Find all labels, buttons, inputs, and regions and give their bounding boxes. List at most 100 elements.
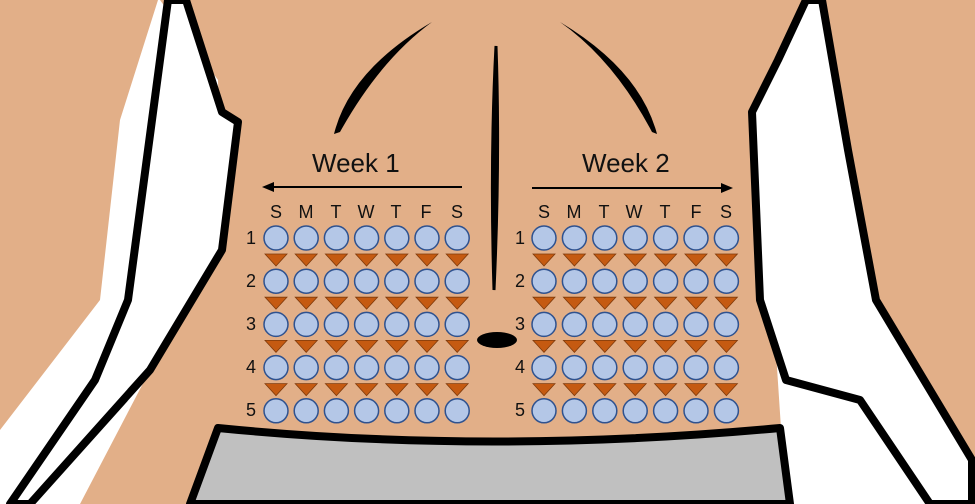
week-1-row-number: 1 xyxy=(246,228,256,248)
week-1-day-label: T xyxy=(331,202,342,222)
week-1-injection-site xyxy=(323,268,350,294)
week-2-injection-site xyxy=(561,311,588,338)
week-1-alternate-site-marker xyxy=(445,296,470,310)
week-2-injection-site xyxy=(713,268,740,294)
week-1-day-label: S xyxy=(270,202,282,222)
week-2-day-label: S xyxy=(538,202,550,222)
week-2-alternate-site-marker xyxy=(714,296,739,310)
week-1-day-label: S xyxy=(451,202,463,222)
week-2-day-label: F xyxy=(691,202,702,222)
week-2-alternate-site-marker xyxy=(653,253,678,267)
week-1-injection-site xyxy=(353,268,380,294)
week-2-injection-site xyxy=(592,225,618,251)
week-2-injection-site xyxy=(683,398,709,424)
week-2-injection-site xyxy=(561,268,588,294)
week-1-row-number: 2 xyxy=(246,271,256,291)
week-2-title: Week 2 xyxy=(582,148,670,178)
waistband xyxy=(186,424,794,504)
week-1-row-number: 4 xyxy=(246,357,256,377)
week-1-title: Week 1 xyxy=(312,148,400,178)
week-2-injection-site xyxy=(622,398,648,424)
week-2-arrow xyxy=(532,183,733,193)
week-1-injection-site xyxy=(293,268,319,294)
week-1-injection-site xyxy=(293,354,319,381)
week-1-injection-site xyxy=(263,268,289,294)
week-1-alternate-site-marker xyxy=(294,253,319,267)
week-1-injection-site xyxy=(353,225,380,251)
week-2-alternate-site-marker xyxy=(532,383,556,397)
week-1-alternate-site-marker xyxy=(384,296,409,310)
week-2-day-label: S xyxy=(720,202,732,222)
week-2-alternate-site-marker xyxy=(653,339,678,353)
navel xyxy=(477,332,517,348)
week-1-alternate-site-marker xyxy=(324,339,349,353)
week-1-day-label: W xyxy=(358,202,375,222)
week-2-alternate-site-marker xyxy=(653,296,678,310)
week-2-injection-site xyxy=(622,225,648,251)
week-1-row-number: 5 xyxy=(246,400,256,420)
week-1-row-number: 3 xyxy=(246,314,256,334)
week-2-injection-site xyxy=(561,225,588,251)
week-2-injection-grid xyxy=(531,225,740,424)
week-1-alternate-site-marker xyxy=(324,296,349,310)
week-2-alternate-site-marker xyxy=(532,253,556,267)
week-1-alternate-site-marker xyxy=(415,383,439,397)
week-1-injection-site xyxy=(263,354,289,381)
week-1-injection-site xyxy=(353,398,380,424)
week-2-alternate-site-marker xyxy=(623,383,648,397)
week-2-alternate-site-marker xyxy=(562,253,587,267)
week-2-alternate-site-marker xyxy=(592,296,617,310)
left-arm-skin xyxy=(0,0,158,430)
week-2-injection-site xyxy=(713,311,740,338)
week-1-injection-site xyxy=(384,354,410,381)
week-2-day-label: W xyxy=(626,202,643,222)
week-1-injection-site xyxy=(414,398,440,424)
week-2-injection-site xyxy=(592,268,618,294)
week-2-day-label: T xyxy=(599,202,610,222)
week-1-injection-site xyxy=(263,225,289,251)
week-1-injection-site xyxy=(293,225,319,251)
week-2-row-number: 3 xyxy=(515,314,525,334)
week-2-alternate-site-marker xyxy=(653,383,678,397)
week-2-row-number: 2 xyxy=(515,271,525,291)
week-2-row-number: 1 xyxy=(515,228,525,248)
week-2-day-label: T xyxy=(660,202,671,222)
week-1-injection-site xyxy=(444,398,470,424)
week-1-injection-site xyxy=(414,225,440,251)
right-arm-gap xyxy=(748,0,975,504)
week-1-injection-site xyxy=(323,225,350,251)
week-1-day-label: F xyxy=(421,202,432,222)
week-1-alternate-site-marker xyxy=(294,296,319,310)
week-2-alternate-site-marker xyxy=(532,296,556,310)
week-2-injection-site xyxy=(622,311,648,338)
week-2-alternate-site-marker xyxy=(714,253,739,267)
left-arm-gap xyxy=(6,0,242,504)
week-2-injection-site xyxy=(652,268,679,294)
week-2-alternate-site-marker xyxy=(714,383,739,397)
week-1-injection-grid xyxy=(263,225,470,424)
week-2-injection-site xyxy=(622,268,648,294)
week-1-injection-site xyxy=(444,225,470,251)
week-1-alternate-site-marker xyxy=(264,339,288,353)
week-1-injection-site xyxy=(444,311,470,338)
week-2-row-number: 5 xyxy=(515,400,525,420)
week-1-arrow xyxy=(262,182,462,192)
week-2-injection-site xyxy=(561,398,588,424)
week-1-day-label: T xyxy=(391,202,402,222)
week-1-alternate-site-marker xyxy=(354,383,379,397)
week-2-injection-site xyxy=(531,268,557,294)
week-2-injection-site xyxy=(531,311,557,338)
week-1-alternate-site-marker xyxy=(415,339,439,353)
week-2-injection-site xyxy=(592,398,618,424)
week-1-injection-site xyxy=(414,268,440,294)
week-1-injection-site xyxy=(293,311,319,338)
week-1-alternate-site-marker xyxy=(384,253,409,267)
week-1-alternate-site-marker xyxy=(294,339,319,353)
week-2-alternate-site-marker xyxy=(592,339,617,353)
week-2-injection-site xyxy=(683,268,709,294)
week-2-row-number: 4 xyxy=(515,357,525,377)
week-2-injection-site xyxy=(622,354,648,381)
week-1-alternate-site-marker xyxy=(264,253,288,267)
